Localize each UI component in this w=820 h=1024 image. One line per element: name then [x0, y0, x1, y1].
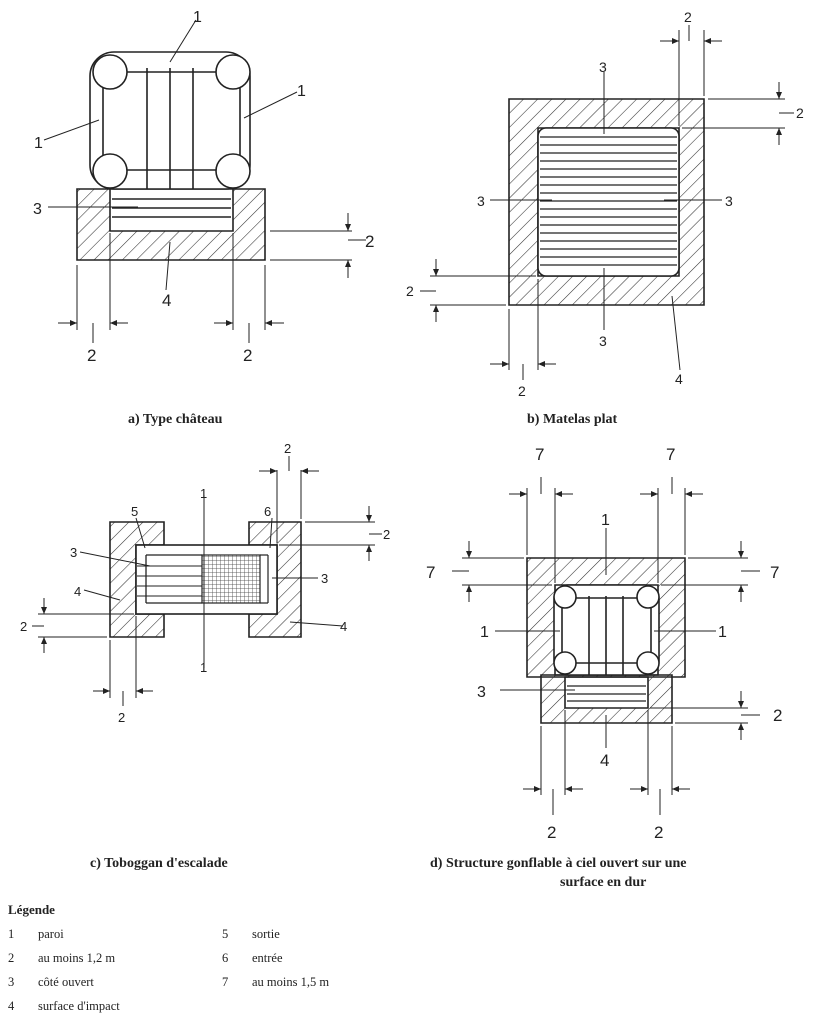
callout-c-6: 6 [264, 504, 271, 519]
callout-d-7-left: 7 [426, 563, 435, 582]
legend-item-1: 1 paroi [8, 927, 64, 942]
callout-c-3-left: 3 [70, 545, 77, 560]
legend-item-4: 4 surface d'impact [8, 999, 120, 1014]
callout-c-2-left: 2 [20, 619, 27, 634]
callout-b-2-right: 2 [796, 105, 804, 121]
callout-b-3-bottom: 3 [599, 333, 607, 349]
callout-b-2-bottom: 2 [518, 383, 526, 399]
callout-c-5: 5 [131, 504, 138, 519]
callout-c-2-right: 2 [383, 527, 390, 542]
callout-c-1-bottom: 1 [200, 660, 207, 675]
callout-a-2-right-bottom: 2 [243, 346, 252, 365]
callout-a-1-right: 1 [297, 83, 306, 100]
legend-item-2: 2 au moins 1,2 m [8, 951, 115, 966]
callout-d-1-top: 1 [601, 512, 610, 529]
legend-number: 6 [222, 951, 229, 965]
callout-c-4-left: 4 [74, 584, 81, 599]
panel-c-drawing [32, 456, 382, 706]
callout-d-1-right: 1 [718, 624, 727, 641]
legend-number: 7 [222, 975, 229, 989]
legend-item-5: 5 sortie [222, 927, 280, 942]
panel-d-drawing [452, 477, 760, 815]
legend-item-6: 6 entrée [222, 951, 283, 966]
callout-d-2-right-bottom: 2 [654, 823, 663, 842]
callout-a-3: 3 [33, 201, 42, 218]
legend-text: paroi [38, 927, 64, 941]
callout-b-3-left: 3 [477, 193, 485, 209]
callout-b-2-left: 2 [406, 283, 414, 299]
legend-number: 4 [8, 999, 15, 1013]
legend-number: 1 [8, 927, 15, 941]
panel-a-drawing [43, 19, 366, 343]
legend-text: côté ouvert [38, 975, 94, 989]
callout-a-1-top: 1 [193, 9, 202, 26]
callout-c-1-top: 1 [200, 486, 207, 501]
callout-a-2-right: 2 [365, 232, 374, 251]
caption-panel-c: c) Toboggan d'escalade [90, 856, 228, 871]
callout-a-1-left: 1 [34, 135, 43, 152]
legend-text: sortie [252, 927, 280, 941]
callout-c-2-bottom: 2 [118, 710, 125, 725]
callout-d-2-right: 2 [773, 706, 782, 725]
callout-d-1-left: 1 [480, 624, 489, 641]
legend-number: 3 [8, 975, 15, 989]
legend-number: 2 [8, 951, 15, 965]
caption-panel-d-line2: surface en dur [560, 875, 647, 890]
callout-d-2-left: 2 [547, 823, 556, 842]
caption-panel-b: b) Matelas plat [527, 412, 618, 427]
callout-d-4: 4 [600, 751, 609, 770]
callout-a-4: 4 [162, 291, 171, 310]
callout-a-2-left: 2 [87, 346, 96, 365]
callout-b-2-top: 2 [684, 9, 692, 25]
caption-panel-d-line1: d) Structure gonflable à ciel ouvert sur… [430, 856, 687, 871]
legend-title: Légende [8, 902, 55, 917]
panel-b-drawing [420, 25, 794, 380]
callout-b-4: 4 [675, 371, 683, 387]
legend-item-7: 7 au moins 1,5 m [222, 975, 329, 990]
callout-d-7-right: 7 [770, 563, 779, 582]
callout-d-7-top-left: 7 [535, 445, 544, 464]
callout-b-3-top: 3 [599, 59, 607, 75]
callout-c-3-right: 3 [321, 571, 328, 586]
legend-text: au moins 1,2 m [38, 951, 116, 965]
callout-c-2-top: 2 [284, 441, 291, 456]
legend-number: 5 [222, 927, 229, 941]
legend-text: surface d'impact [38, 999, 120, 1013]
callout-d-7-top-right: 7 [666, 445, 675, 464]
legend-item-3: 3 côté ouvert [8, 975, 94, 990]
callout-d-3: 3 [477, 684, 486, 701]
callout-c-4-right: 4 [340, 619, 347, 634]
callout-b-3-right: 3 [725, 193, 733, 209]
legend-text: au moins 1,5 m [252, 975, 330, 989]
caption-panel-a: a) Type château [128, 412, 223, 427]
legend-text: entrée [252, 951, 283, 965]
